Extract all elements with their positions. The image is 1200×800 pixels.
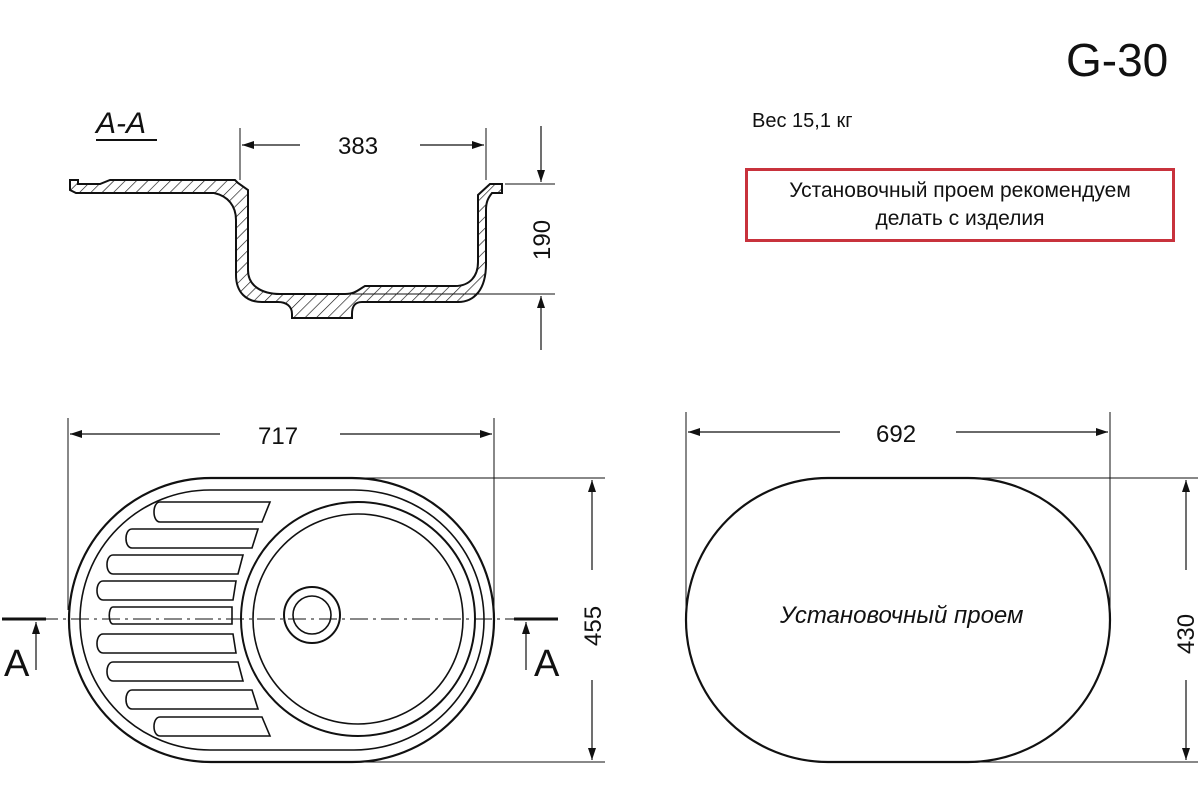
model-title: G-30 xyxy=(1066,34,1168,86)
section-title: A-A xyxy=(94,107,146,140)
drainboard-groove xyxy=(125,528,260,549)
dim-sink-length: 717 xyxy=(258,423,298,450)
section-mark-letter-right: A xyxy=(534,643,560,685)
cutout-view: 692 Установочный проем 430 xyxy=(684,412,1200,764)
installation-note: Установочный проем рекомендуем делать с … xyxy=(745,168,1175,242)
drain-outer xyxy=(283,586,341,644)
drainboard-groove xyxy=(108,606,233,625)
section-profile xyxy=(69,179,503,319)
cutout-outline xyxy=(684,476,1112,764)
note-line-2: делать с изделия xyxy=(875,207,1045,230)
dim-cutout-length: 692 xyxy=(876,421,916,448)
note-line-1: Установочный проем рекомендуем xyxy=(789,179,1131,202)
drainboard-groove xyxy=(96,633,237,654)
weight-text: Вес 15,1 кг xyxy=(752,110,853,132)
dim-depth: 190 xyxy=(529,220,556,260)
dim-bowl-width: 383 xyxy=(338,133,378,160)
sink-outline xyxy=(67,476,496,764)
drain-inner xyxy=(292,595,332,635)
drainboard-groove xyxy=(106,661,245,682)
dim-cutout-width: 430 xyxy=(1173,614,1200,654)
drainboard-groove xyxy=(153,501,272,523)
sink-inner-rim xyxy=(79,489,485,751)
bowl-inner xyxy=(252,513,464,725)
drainboard-groove xyxy=(125,689,260,710)
cutout-label: Установочный проем xyxy=(779,602,1023,629)
drainboard-groove xyxy=(153,716,272,737)
section-mark-letter-left: A xyxy=(4,643,30,685)
drainboard-groove xyxy=(96,580,237,601)
top-view: 717 A A 455 xyxy=(2,418,607,764)
drainboard-groove xyxy=(106,554,245,575)
section-view: A-A 383 190 xyxy=(69,107,556,350)
dim-sink-width: 455 xyxy=(580,606,607,646)
